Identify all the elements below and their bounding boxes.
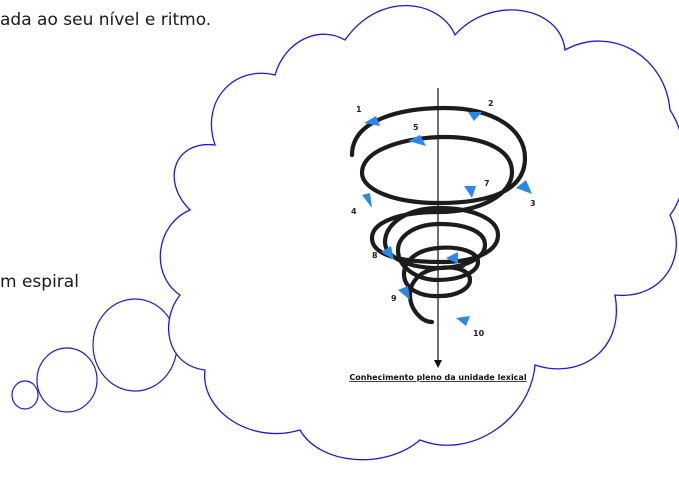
stage-label-9: 9 [391,294,397,303]
stage-marker-4 [362,193,372,208]
stage-label-10: 10 [473,329,485,338]
stage-label-1: 1 [356,105,362,114]
stage-marker-3 [516,180,532,194]
stage-marker-2 [468,112,482,121]
stage-marker-1 [364,116,380,126]
thought-bubble-small [11,380,39,410]
stage-marker-6 [446,252,458,264]
diagram-caption: Conhecimento pleno da unidade lexical [349,373,526,382]
slide-text-top: ada ao seu nível e ritmo. [0,10,212,30]
thought-bubble-medium [36,347,98,413]
stage-label-6: 6 [460,261,466,270]
stage-marker-9 [398,286,410,300]
stage-label-4: 4 [351,207,357,216]
stage-label-7: 7 [484,179,490,188]
stage-label-3: 3 [530,199,536,208]
axis-arrow-icon [434,360,442,368]
thought-cloud [159,5,679,461]
stage-label-5: 5 [413,123,419,132]
thought-bubble-large [92,298,178,392]
learning-spiral [349,105,528,325]
stage-label-8: 8 [372,251,378,260]
slide-text-left: m espiral [0,272,79,292]
stage-label-2: 2 [488,99,494,108]
stage-marker-7 [464,186,476,198]
stage-marker-8 [381,246,394,260]
stage-marker-10 [456,316,470,326]
stage-marker-5 [408,135,426,146]
